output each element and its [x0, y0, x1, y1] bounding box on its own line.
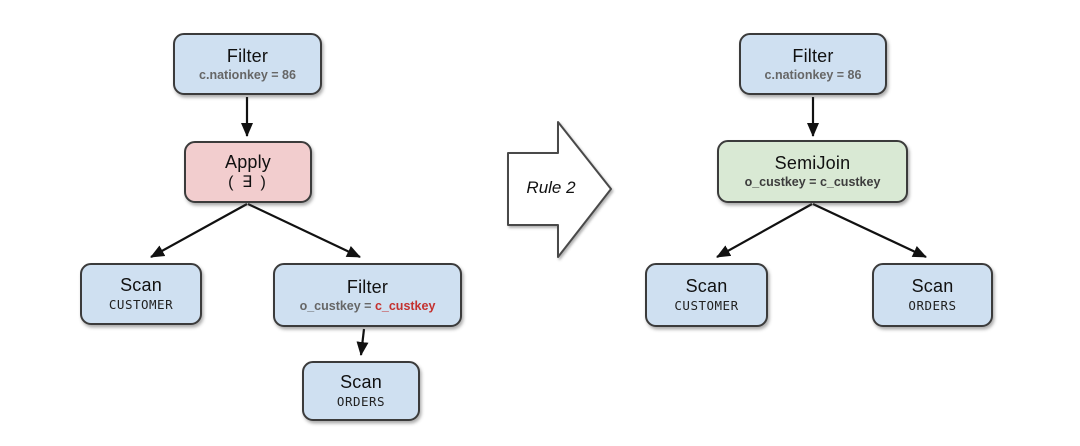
node-title: Scan: [120, 275, 162, 295]
left-apply-node: Apply ( ∃ ): [184, 141, 312, 203]
node-table-name: ORDERS: [336, 394, 386, 409]
node-title: Filter: [226, 45, 269, 66]
condition-lhs: o_custkey =: [299, 298, 375, 313]
edge-apply-to-scan-customer: [150, 203, 248, 258]
node-title: Scan: [911, 276, 954, 296]
node-title: Filter: [792, 45, 834, 66]
right-scan-customer-node: Scan CUSTOMER: [645, 263, 768, 327]
right-scan-orders-node: Scan ORDERS: [872, 263, 993, 327]
node-condition: o_custkey = c_custkey: [744, 175, 881, 189]
right-filter-node: Filter c.nationkey = 86: [739, 33, 887, 95]
node-title: SemiJoin: [774, 153, 851, 173]
exists-quantifier-symbol: ( ∃ ): [228, 173, 268, 191]
condition-correlated-column: c_custkey: [374, 298, 436, 313]
node-title: Filter: [346, 276, 389, 297]
node-title: Scan: [685, 276, 728, 296]
node-condition: c.nationkey = 86: [199, 67, 296, 82]
edge-semijoin-to-scan-customer: [716, 203, 813, 258]
node-table-name: ORDERS: [908, 298, 957, 313]
rule-label: Rule 2: [526, 178, 576, 197]
edge-semijoin-to-scan-orders: [812, 203, 927, 258]
node-condition: o_custkey = c_custkey: [300, 298, 436, 314]
node-table-name: CUSTOMER: [674, 298, 739, 313]
left-filter-node: Filter c.nationkey = 86: [173, 33, 322, 95]
left-filter-inner-node: Filter o_custkey = c_custkey: [273, 263, 462, 327]
node-title: Scan: [340, 372, 382, 392]
left-scan-orders-node: Scan ORDERS: [302, 361, 420, 421]
edge-apply-to-filter-inner: [247, 203, 361, 258]
left-scan-customer-node: Scan CUSTOMER: [80, 263, 202, 325]
node-table-name: CUSTOMER: [108, 297, 174, 312]
node-condition: c.nationkey = 86: [764, 67, 862, 82]
node-title: Apply: [224, 151, 272, 172]
right-semijoin-node: SemiJoin o_custkey = c_custkey: [717, 140, 908, 203]
edge-filter-inner-to-scan-orders: [356, 328, 369, 356]
